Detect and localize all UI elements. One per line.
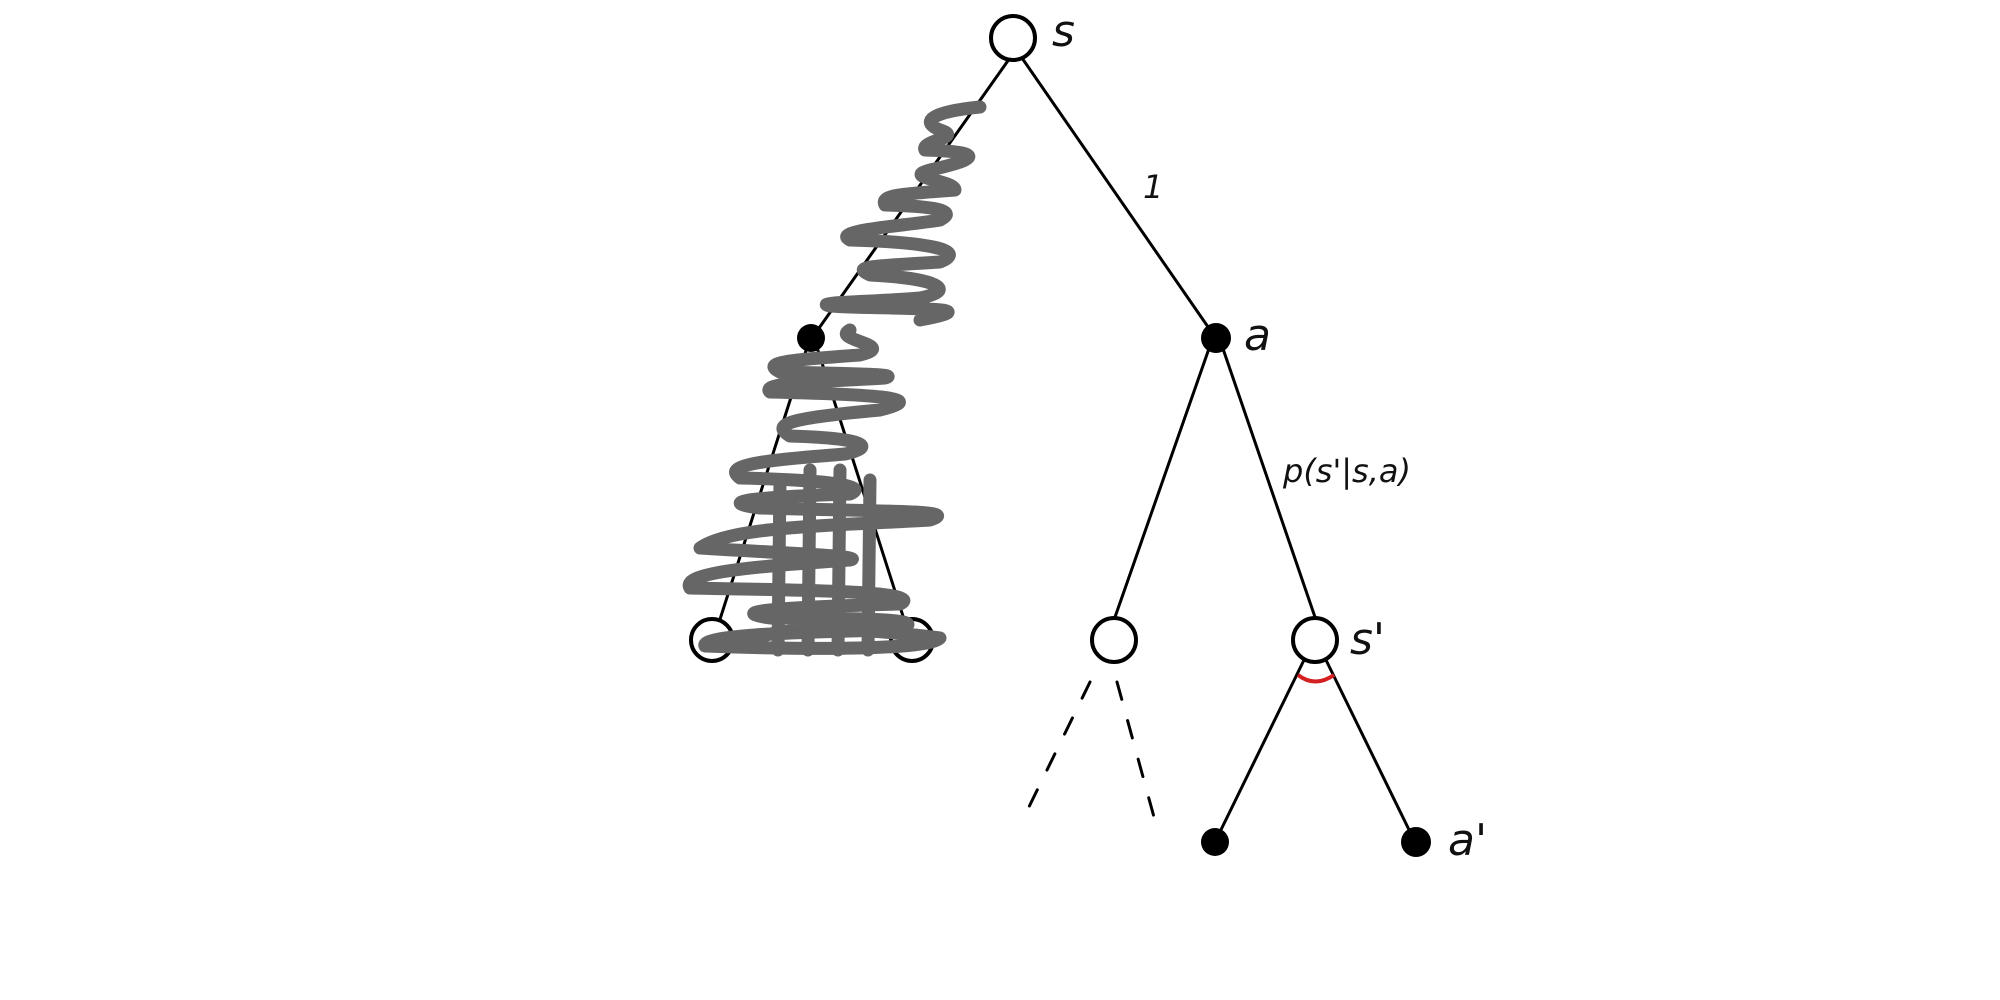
edge-next-state-left-action — [1214, 658, 1306, 842]
left-child-action-node — [1201, 828, 1229, 856]
root-state-label: s — [1052, 6, 1075, 57]
edge-a-next-state — [1218, 338, 1318, 622]
next-state-node — [1291, 616, 1339, 664]
middle-state-node — [1090, 616, 1138, 664]
action-a-node — [1201, 323, 1231, 353]
dashed-branch-right — [1115, 680, 1159, 830]
scribble-overlay — [682, 100, 987, 657]
scribble-upper — [820, 100, 987, 327]
next-action-label: a' — [1448, 815, 1487, 866]
scribble-lower — [682, 323, 947, 655]
branch-arc — [1296, 673, 1336, 684]
root-to-a-edge-label: 1 — [1143, 168, 1163, 206]
next-state-label: s' — [1350, 614, 1385, 665]
edge-next-state-next-action — [1324, 658, 1416, 842]
left-action-node — [797, 324, 825, 352]
edge-a-left-state — [1112, 338, 1214, 622]
dashed-branch-left — [1023, 680, 1092, 817]
a-to-next-state-edge-label: p(s'|s,a) — [1282, 452, 1411, 490]
scribble-vertical-strokes — [771, 463, 877, 657]
tree-edges — [712, 53, 1416, 842]
edge-root-action-a — [1020, 56, 1217, 339]
next-action-node — [1401, 827, 1431, 857]
action-a-label: a — [1244, 310, 1271, 361]
root-state-node — [989, 14, 1037, 62]
